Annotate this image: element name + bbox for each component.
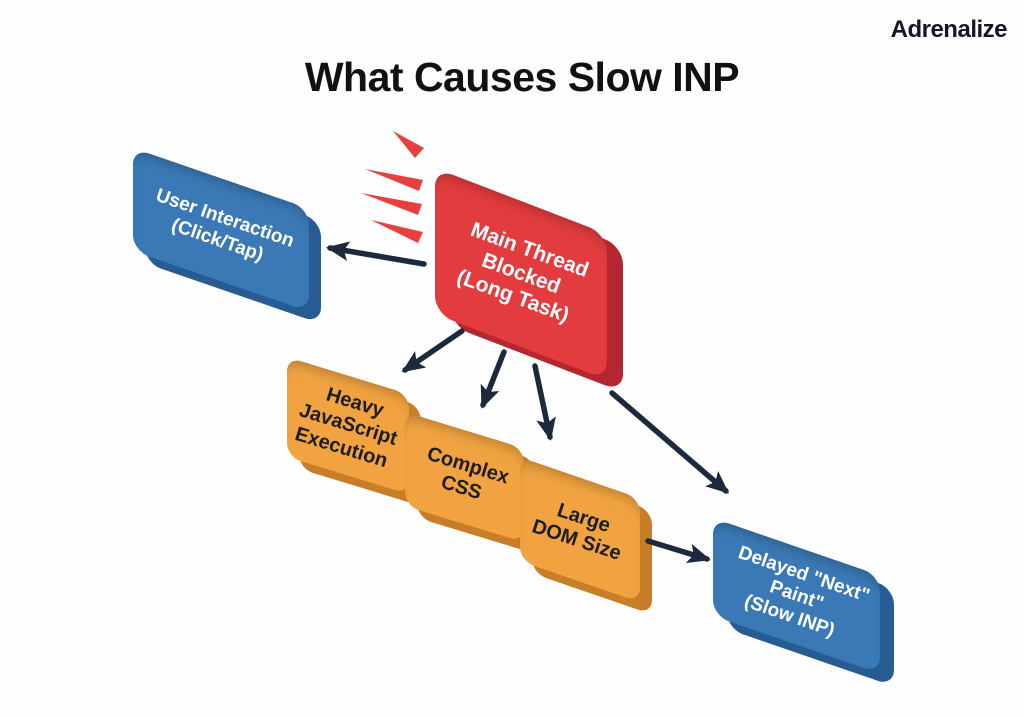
arrow-main-to-heavy-js	[401, 328, 465, 373]
node-complex-css: Complex CSS	[405, 412, 524, 543]
arrow-main-to-delayed-paint	[609, 390, 730, 494]
impact-spike	[393, 131, 424, 158]
impact-spikes-icon	[361, 131, 424, 243]
node-user-interaction: User Interaction (Click/Tap)	[133, 148, 309, 312]
arrow-main-to-large-dom	[532, 363, 556, 441]
node-large-dom-size-label: Large DOM Size	[507, 462, 653, 598]
node-complex-css-label: Complex CSS	[394, 415, 535, 540]
impact-spike	[365, 169, 423, 191]
page-title: What Causes Slow INP	[304, 54, 740, 100]
impact-spike	[371, 220, 423, 243]
node-heavy-javascript-execution-label: Heavy JavaScript Execution	[275, 360, 421, 491]
arrow-large-dom-to-delayed-paint	[645, 538, 711, 564]
arrow-main-to-complex-css	[480, 349, 507, 409]
node-user-interaction-label: User Interaction (Click/Tap)	[121, 152, 321, 307]
impact-spike	[361, 193, 422, 215]
node-large-dom-size: Large DOM Size	[520, 457, 640, 603]
node-heavy-javascript-execution: Heavy JavaScript Execution	[287, 357, 409, 495]
arrow-main-to-user-interaction	[326, 241, 427, 267]
node-delayed-next-paint-label: Delayed "Next" Paint" (Slow INP)	[702, 522, 892, 669]
node-main-thread-blocked-label: Main Thread Blocked (Long Task)	[415, 176, 627, 372]
node-delayed-next-paint: Delayed "Next" Paint" (Slow INP)	[713, 518, 880, 674]
node-main-thread-blocked: Main Thread Blocked (Long Task)	[435, 168, 607, 381]
brand-logo: Adrenalize	[890, 16, 1008, 43]
